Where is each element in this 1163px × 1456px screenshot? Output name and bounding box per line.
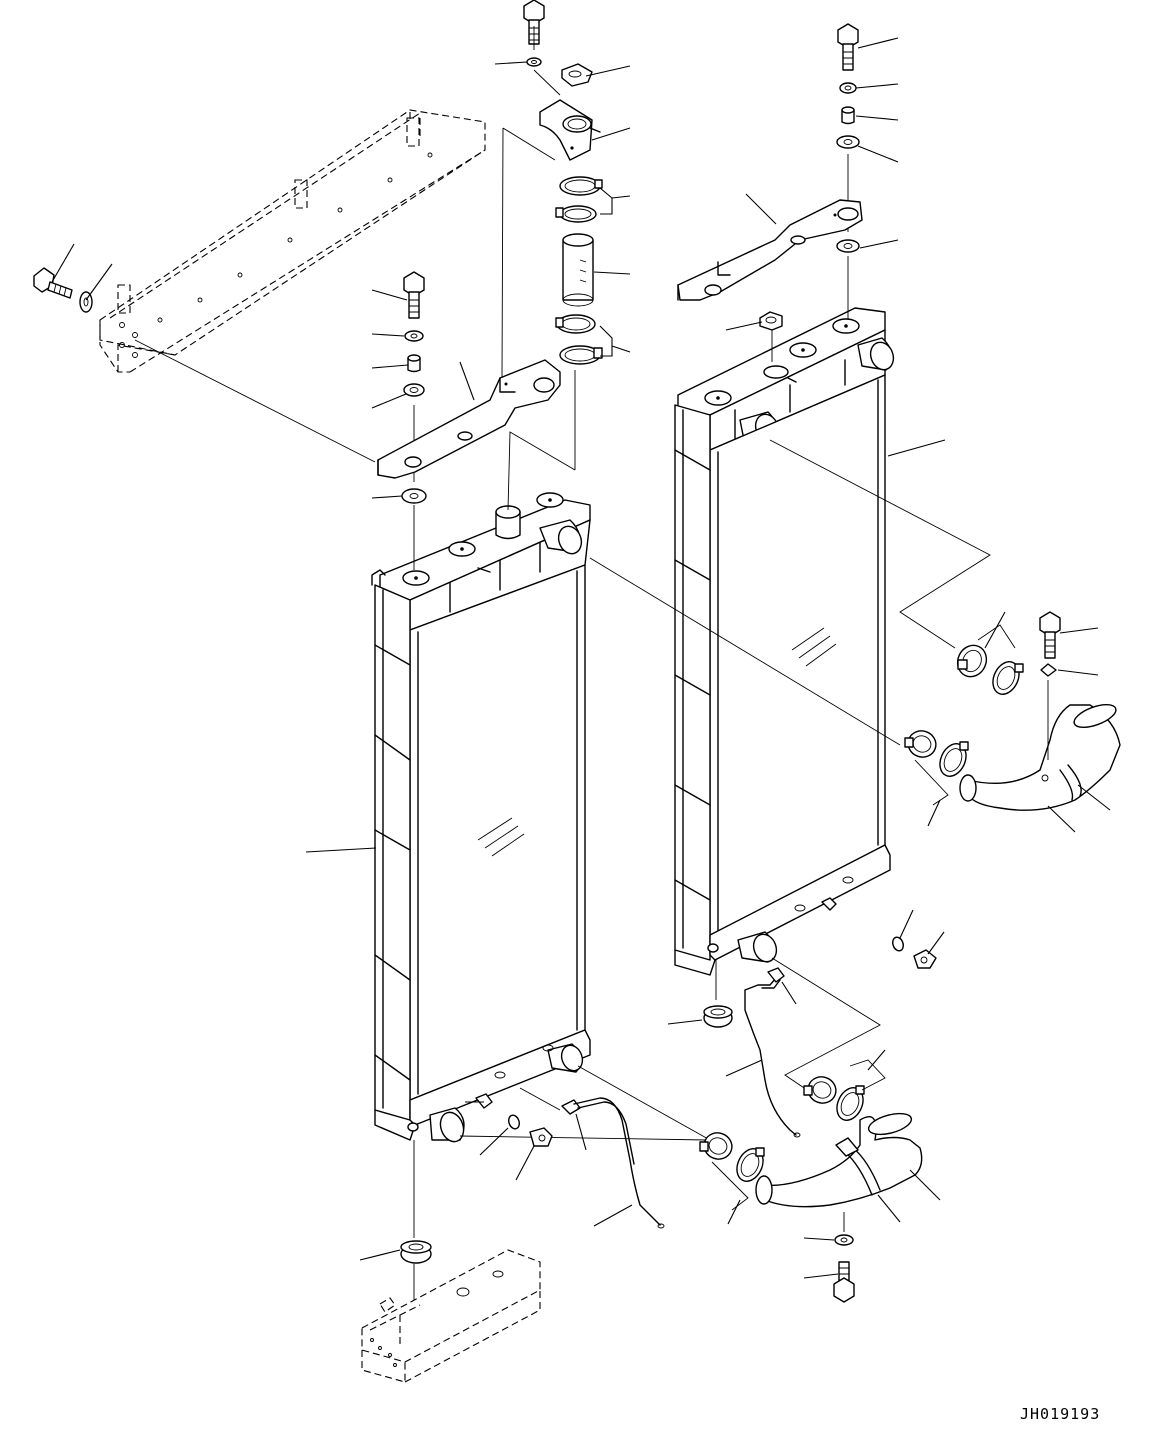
lower-mount <box>361 1249 541 1383</box>
right-filler-cap-icon <box>759 311 797 383</box>
left-radiator-core <box>371 492 591 1143</box>
top-pipe-stack <box>523 0 603 365</box>
right-upper-bracket <box>677 199 863 301</box>
left-sensor-harness <box>561 1097 665 1229</box>
right-drain-parts <box>892 936 937 969</box>
drawing-id-label: JH019193 <box>1020 1405 1101 1423</box>
right-seal-ring <box>703 1005 733 1028</box>
frame-bolt-icon <box>33 267 93 313</box>
frame-member <box>99 109 486 373</box>
left-drain-parts <box>475 1093 553 1147</box>
right-upper-mount-stack <box>836 23 860 253</box>
left-seal-ring <box>400 1240 432 1264</box>
right-radiator-core <box>674 307 895 976</box>
right-sensor-harness <box>744 967 801 1138</box>
left-upper-mount-stack <box>401 271 427 504</box>
left-upper-bracket <box>377 359 561 479</box>
upper-hose-group <box>904 611 1121 811</box>
lower-hose-group <box>699 1059 923 1303</box>
